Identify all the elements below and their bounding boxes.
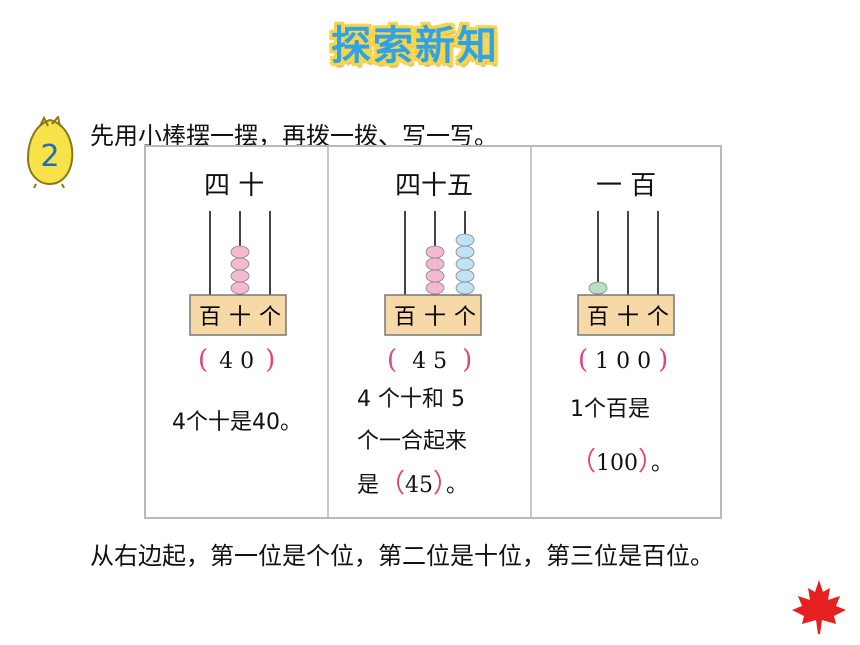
abacus-base xyxy=(384,294,482,336)
description-line: （100）。 xyxy=(570,447,674,477)
answer-forty-five: ( 4 5 ) xyxy=(387,345,472,375)
description-line: 4个十是40。 xyxy=(172,410,302,435)
answer-value: 4 0 xyxy=(219,349,255,374)
abacus-rods xyxy=(597,211,659,295)
answer-open-paren: ( xyxy=(387,345,398,375)
hundreds-bead xyxy=(588,281,608,295)
place-label-tens: 十 xyxy=(229,305,251,330)
badge-number: 2 xyxy=(40,139,59,174)
place-label-tens: 十 xyxy=(424,305,446,330)
column-one-hundred: 一 百 百 十 个 ( 1 0 0 ) 1个百是 （100）。 xyxy=(532,147,720,517)
answer-open-paren: ( xyxy=(578,345,589,375)
place-value-rule-text: 从右边起，第一位是个位，第二位是十位，第三位是百位。 xyxy=(90,542,714,570)
column-forty: 四 十 百 十 个 ( 4 0 ) 4个十是40。 xyxy=(146,147,327,517)
place-label-ones: 个 xyxy=(454,305,476,330)
answer-open-paren: ( xyxy=(198,345,209,375)
answer-forty: ( 4 0 ) xyxy=(198,345,275,375)
answer-one-hundred: ( 1 0 0 ) xyxy=(578,345,668,375)
description-line: 1个百是 xyxy=(570,397,650,422)
column-title: 四十五 xyxy=(395,171,474,201)
place-label-tens: 十 xyxy=(617,305,639,330)
place-label-hundreds: 百 xyxy=(587,305,609,330)
place-label-hundreds: 百 xyxy=(394,305,416,330)
column-divider xyxy=(530,147,532,517)
answer-value: 1 0 0 xyxy=(595,349,652,374)
description-one-hundred: 1个百是 （100）。 xyxy=(570,389,673,485)
abacus-base xyxy=(189,294,287,336)
column-title: 一 百 xyxy=(596,171,657,201)
ones-bead xyxy=(455,233,475,247)
abacus-one-hundred: 百 十 个 xyxy=(577,211,675,336)
page-title: 探索新知 xyxy=(331,23,499,69)
abacus-base xyxy=(577,294,675,336)
abacus-table: 四 十 百 十 个 ( 4 0 ) 4个十是40。 四十五 xyxy=(144,145,722,519)
answer-close-paren: ) xyxy=(265,345,276,375)
ones-bead xyxy=(455,257,475,271)
description-line: 个一合起来 xyxy=(357,429,468,454)
example-number-badge: 2 xyxy=(26,116,74,188)
tens-bead xyxy=(230,269,250,283)
place-label-ones: 个 xyxy=(647,305,669,330)
tens-bead xyxy=(425,281,445,295)
ones-bead xyxy=(455,245,475,259)
abacus-forty: 百 十 个 xyxy=(189,211,287,336)
abacus-forty-five: 百 十 个 xyxy=(384,211,482,336)
place-label-hundreds: 百 xyxy=(199,305,221,330)
description-forty-five: 4 个十和 5 个一合起来 是（45）。 xyxy=(357,379,468,507)
answer-value: 4 5 xyxy=(412,349,448,374)
tens-bead xyxy=(425,269,445,283)
ones-bead xyxy=(455,281,475,295)
column-forty-five: 四十五 百 十 个 ( 4 5 ) 4 个十和 5 个一合起来 是（45）。 xyxy=(329,147,530,517)
column-title: 四 十 xyxy=(204,171,265,201)
answer-close-paren: ) xyxy=(462,345,473,375)
place-label-ones: 个 xyxy=(259,305,281,330)
tens-bead xyxy=(425,245,445,259)
tens-bead xyxy=(230,257,250,271)
description-line: 4 个十和 5 xyxy=(357,387,465,412)
tens-bead xyxy=(230,245,250,259)
answer-close-paren: ) xyxy=(658,345,669,375)
description-line: 是（45）。 xyxy=(357,469,469,499)
tens-bead xyxy=(230,281,250,295)
description-forty: 4个十是40。 xyxy=(172,402,302,444)
column-divider xyxy=(327,147,329,517)
maple-leaf-icon xyxy=(792,580,846,634)
ones-bead xyxy=(455,269,475,283)
tens-bead xyxy=(425,257,445,271)
